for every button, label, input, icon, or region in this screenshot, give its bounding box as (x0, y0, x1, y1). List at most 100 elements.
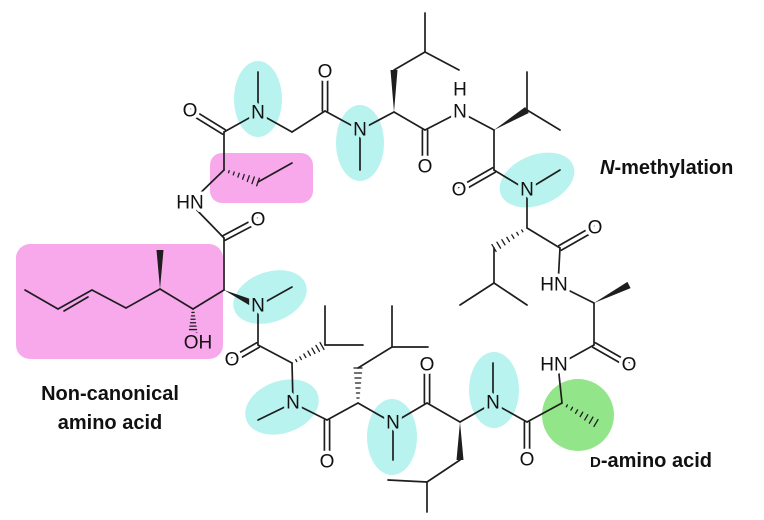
single-bond (324, 110, 361, 131)
d-amino-suffix: -amino acid (601, 450, 712, 472)
atom-label-hn: HN (176, 193, 203, 214)
atom-label-n: N (386, 413, 400, 434)
single-bond (257, 112, 293, 133)
single-bond (557, 344, 595, 366)
double-bond (187, 112, 224, 136)
single-bond (292, 402, 328, 421)
hashed-bond (315, 344, 321, 353)
d-amino-acid-highlight (542, 379, 614, 451)
noncanonical-label-line2: amino acid (58, 412, 162, 434)
atom-label-o: O (320, 452, 335, 473)
double-bond (591, 346, 629, 369)
atom-label-n: N (286, 393, 300, 414)
hashed-bond (496, 241, 502, 249)
double-bond (557, 224, 595, 247)
hashed-bond (299, 356, 302, 361)
double-bond (221, 216, 258, 237)
hashed-bond (593, 418, 599, 428)
single-bond (526, 169, 561, 191)
single-bond (387, 479, 428, 483)
hashed-bond (565, 404, 569, 408)
atom-label-h: H (453, 80, 467, 101)
single-bond (257, 162, 293, 183)
single-bond (159, 288, 194, 310)
n-methylation-suffix: -methylation (614, 157, 733, 179)
noncanonical-highlight (16, 244, 223, 359)
d-amino-acid-label: D-amino acid (590, 450, 712, 472)
atom-label-o: O (622, 355, 637, 376)
double-bond (229, 341, 258, 359)
hashed-bond (295, 358, 298, 363)
hashed-bond (588, 416, 594, 424)
n-methyl-highlight (499, 152, 575, 208)
d-amino-prefix: D (590, 454, 601, 471)
atom-label-n: N (453, 102, 467, 123)
wedge-bond (224, 290, 256, 308)
atom-label-n: N (520, 180, 534, 201)
hashed-bond (506, 236, 511, 243)
hashed-bond (251, 176, 255, 185)
single-bond (459, 282, 495, 306)
atom-label-o: O (588, 218, 603, 239)
single-bond (424, 51, 460, 71)
hashed-bond (237, 172, 240, 178)
single-bond (557, 364, 563, 404)
single-bond (526, 109, 561, 131)
wedge-bond (494, 107, 529, 130)
hashed-bond (574, 409, 579, 414)
wedge-bond (594, 281, 631, 303)
atom-label-n: N (486, 393, 500, 414)
hashed-bond (303, 353, 307, 359)
noncanonical-label-line1: Non-canonical (41, 383, 179, 405)
bonds (24, 12, 632, 513)
atom-label-o: O (318, 62, 333, 83)
hashed-bond (241, 173, 245, 180)
hashed-bond (232, 171, 235, 176)
double-bond (232, 346, 261, 364)
atom-label-n: N (251, 103, 265, 124)
single-bond (125, 288, 161, 309)
single-bond (189, 202, 225, 239)
hashed-bond (579, 411, 584, 418)
hashed-bond (501, 239, 506, 246)
single-bond (357, 346, 393, 369)
single-bond (91, 289, 127, 309)
n-methylation-label: N-methylation (600, 157, 733, 179)
single-bond (526, 227, 561, 249)
double-bond (190, 107, 227, 131)
single-bond (426, 459, 461, 483)
double-bond (594, 341, 632, 364)
single-bond (24, 289, 59, 310)
single-bond (192, 289, 225, 310)
single-bond (189, 169, 225, 204)
atom-label-o: O (420, 355, 435, 376)
single-bond (493, 169, 528, 191)
hashed-bond (311, 347, 316, 355)
single-bond (326, 402, 359, 421)
single-bond (424, 111, 461, 131)
hashed-bond (246, 175, 250, 183)
single-bond (57, 289, 93, 310)
single-bond (291, 110, 326, 133)
atom-label-n: N (251, 296, 265, 317)
hashed-bond (516, 231, 520, 236)
n-methyl-highlight (469, 352, 519, 428)
single-bond (392, 402, 428, 424)
single-bond (393, 51, 426, 71)
atom-label-hn: HN (540, 355, 567, 376)
single-bond (493, 282, 528, 306)
atom-label-n: N (353, 120, 367, 141)
atom-label-o: O (418, 157, 433, 178)
single-bond (257, 402, 294, 421)
single-bond (426, 402, 461, 423)
single-bond (359, 111, 395, 131)
hashed-bond (521, 229, 524, 233)
single-bond (291, 362, 294, 404)
atom-label-hn: HN (540, 275, 567, 296)
hashed-bond (307, 350, 312, 357)
atom-label-o: O (183, 101, 198, 122)
wedge-bond (456, 422, 464, 460)
atom-label-oh: OH (184, 333, 213, 354)
